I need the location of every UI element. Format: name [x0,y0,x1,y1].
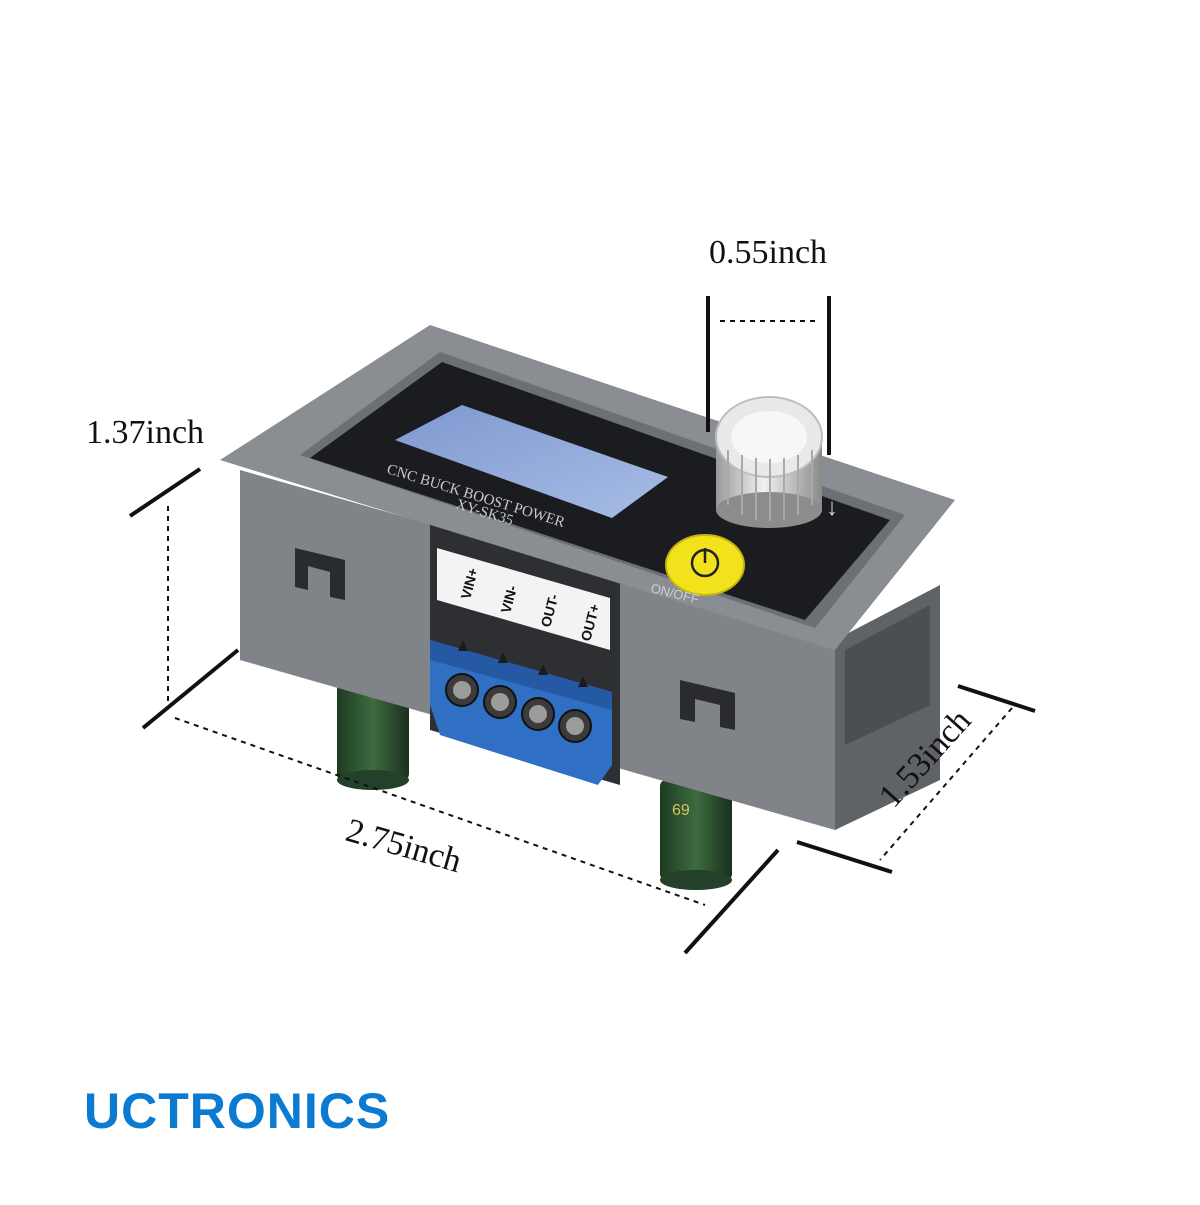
terminal-label-vin-plus: VIN+ [457,566,481,601]
terminal-label-vin-minus: VIN- [497,583,520,615]
rotate-arrow-icon: ↓ [826,495,838,521]
dimension-height: 1.37inch [86,414,205,451]
terminal-block [430,640,612,785]
capacitor-right: 69 [660,780,732,890]
brand-logo: UCTRONICS [84,1083,391,1139]
svg-text:69: 69 [672,802,690,819]
dimension-knob-width: 0.55inch [709,234,828,271]
capacitor-left [337,680,409,790]
rotary-knob[interactable] [715,396,823,528]
dimension-lines [128,296,1036,955]
power-button[interactable] [665,534,745,596]
lcd-screen [395,405,668,518]
terminal-label-strip: VIN+ VIN- OUT- OUT+ [437,548,610,650]
